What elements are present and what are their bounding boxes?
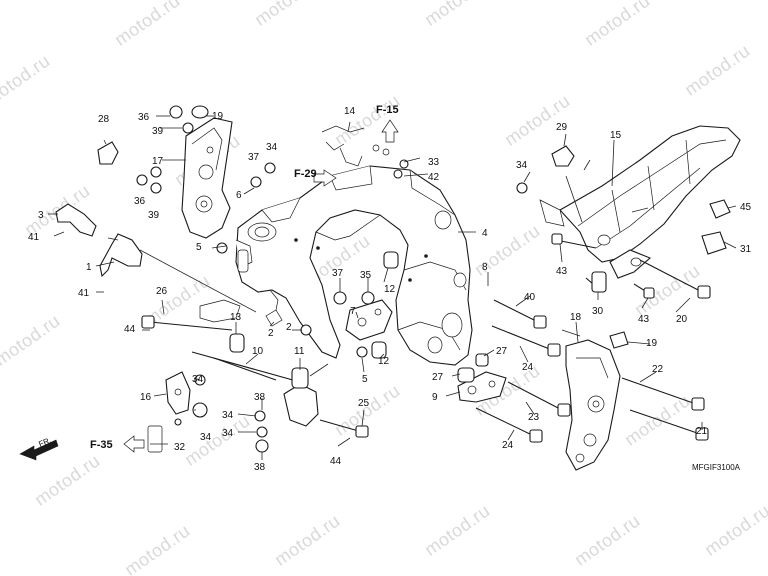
callout-number: 2 (286, 322, 292, 333)
callout-number: 38 (254, 392, 266, 403)
callout-numbers: 1 2 2 3 4 5 5 6 7 8 9 10 11 12 12 13 14 … (28, 106, 752, 473)
front-label: FR. (37, 436, 52, 449)
callout-number: 34 (222, 428, 234, 439)
callout-number: 16 (140, 392, 152, 403)
callout-number: 2 (268, 328, 274, 339)
callout-number: 43 (638, 314, 650, 325)
callout-number: 41 (78, 288, 90, 299)
callout-number: 43 (556, 266, 568, 277)
callout-number: 33 (428, 157, 440, 168)
callout-number: 15 (610, 130, 622, 141)
callout-number: 29 (556, 122, 568, 133)
collars-and-nuts (97, 105, 731, 453)
callout-number: 36 (138, 112, 150, 123)
right-engine-hanger (565, 339, 621, 471)
callout-number: 4 (482, 228, 488, 239)
callout-number: 17 (152, 156, 164, 167)
reference-label: F-35 (90, 439, 113, 451)
front-direction-arrow-icon (19, 439, 59, 461)
callout-number: 37 (332, 268, 344, 279)
mount-plates (345, 299, 507, 403)
callout-number: 24 (502, 440, 514, 451)
callout-number: 18 (570, 312, 582, 323)
callout-number: 34 (200, 432, 212, 443)
callout-number: 34 (516, 160, 528, 171)
callout-number: 39 (148, 210, 160, 221)
callout-number: 30 (592, 306, 604, 317)
callout-number: 41 (28, 232, 40, 243)
callout-number: 20 (676, 314, 688, 325)
figure-code: MFGIF3100A (692, 463, 741, 472)
callout-number: 21 (696, 426, 708, 437)
callout-number: 25 (358, 398, 370, 409)
callout-number: 22 (652, 364, 664, 375)
left-engine-hanger (181, 117, 233, 239)
callout-number: 36 (134, 196, 146, 207)
callout-number: 45 (740, 202, 752, 213)
callout-number: 8 (482, 262, 488, 273)
callout-number: 19 (646, 338, 658, 349)
callout-number: 31 (740, 244, 752, 255)
front-brackets (55, 203, 319, 453)
callout-number: 12 (378, 356, 390, 367)
reference-arrows (19, 119, 399, 461)
callout-number: 38 (254, 462, 266, 473)
leader-lines (48, 115, 737, 460)
callout-number: 37 (248, 152, 260, 163)
arrow-up-icon (381, 119, 399, 143)
callout-number: 44 (330, 456, 342, 467)
callout-number: 6 (236, 190, 242, 201)
bolts (141, 233, 711, 443)
arrow-left-icon (123, 435, 145, 453)
callout-number: 35 (360, 270, 372, 281)
reference-label: F-29 (294, 168, 317, 180)
hose-clips (321, 125, 390, 167)
callout-number: 5 (196, 242, 202, 253)
callout-number: 32 (174, 442, 186, 453)
reference-label: F-15 (376, 104, 399, 116)
callout-number: 39 (152, 126, 164, 137)
callout-number: 13 (230, 312, 242, 323)
callout-number: 34 (192, 374, 204, 385)
arrow-right-icon (313, 169, 337, 187)
callout-number: 19 (212, 111, 224, 122)
callout-number: 10 (252, 346, 264, 357)
callout-number: 3 (38, 210, 44, 221)
main-frame (235, 165, 473, 366)
callout-number: 27 (432, 372, 444, 383)
callout-number: 42 (428, 172, 440, 183)
callout-number: 11 (294, 346, 305, 357)
callout-number: 1 (86, 262, 92, 273)
callout-number: 44 (124, 324, 136, 335)
callout-number: 34 (266, 142, 278, 153)
callout-number: 9 (432, 392, 438, 403)
callout-number: 5 (362, 374, 368, 385)
reference-labels: F-15 F-29 F-35 FR. MFGIF3100A (37, 104, 740, 472)
callout-number: 40 (524, 292, 536, 303)
callout-number: 7 (350, 306, 356, 317)
callout-number: 14 (344, 106, 356, 117)
callout-number: 27 (496, 346, 508, 357)
callout-number: 12 (384, 284, 396, 295)
callout-number: 34 (222, 410, 234, 421)
rear-subframe (539, 125, 741, 279)
callout-number: 24 (522, 362, 534, 373)
callout-number: 28 (98, 114, 110, 125)
callout-number: 23 (528, 412, 540, 423)
callout-number: 26 (156, 286, 168, 297)
